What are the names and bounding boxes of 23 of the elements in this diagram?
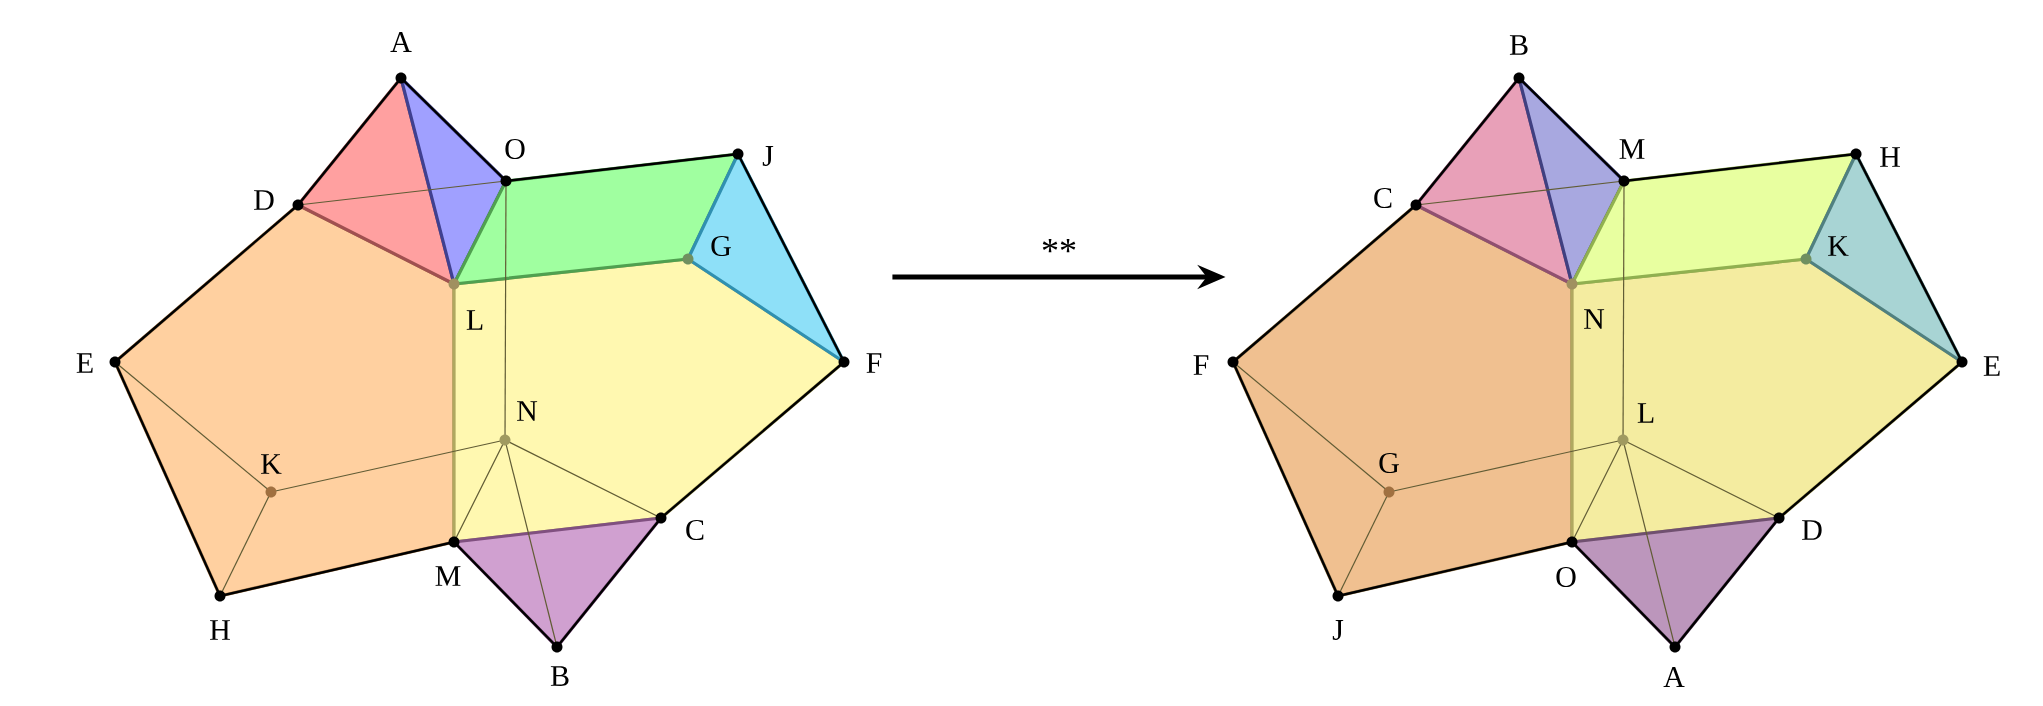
vertex-label: G: [711, 235, 731, 257]
vertex-label: C: [686, 519, 704, 541]
vertex-label: L: [466, 310, 483, 330]
vertex-label: M: [435, 566, 461, 586]
vertex-label: H: [210, 620, 230, 640]
vertex-label: D: [254, 190, 274, 210]
vertex-label: O: [1556, 566, 1576, 588]
edge-label: **: [1042, 239, 1076, 253]
vertex-label: G: [1379, 452, 1399, 474]
vertex-label: L: [1637, 403, 1654, 423]
vertex-label: H: [1880, 147, 1900, 167]
vertex-label: N: [517, 401, 538, 421]
vertex-label: O: [505, 138, 525, 160]
vertex-label: K: [261, 454, 282, 474]
polyhedron-net-drawing: [1227, 72, 1968, 653]
vertex-label: D: [1802, 520, 1822, 540]
vertex-label: K: [1828, 236, 1849, 256]
vertex-label: C: [1374, 187, 1392, 209]
polyhedron-net-drawing: [109, 72, 850, 653]
vertex-label: J: [762, 146, 774, 166]
vertex-label: N: [1584, 309, 1605, 329]
vertex-label: J: [1332, 620, 1344, 640]
vertex-label: M: [1619, 139, 1645, 159]
